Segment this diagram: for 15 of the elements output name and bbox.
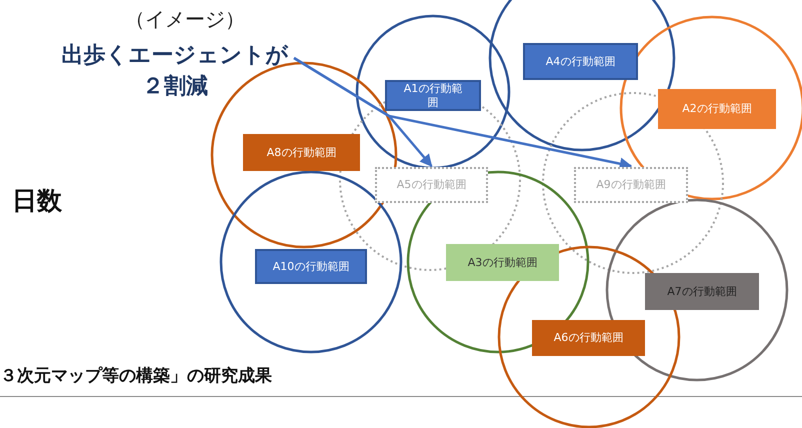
- headline-text: 出歩くエージェントが２割減: [60, 40, 290, 102]
- arrow: [293, 56, 632, 170]
- range-label: A4の行動範囲: [523, 43, 638, 80]
- range-label: A9の行動範囲: [574, 167, 688, 203]
- range-label: A7の行動範囲: [645, 273, 759, 310]
- range-label: A1の行動範囲: [385, 80, 481, 111]
- range-label: A6の行動範囲: [532, 320, 645, 356]
- image-note: （イメージ）: [125, 6, 245, 33]
- range-label: A8の行動範囲: [243, 134, 360, 171]
- range-label: A2の行動範囲: [658, 89, 776, 129]
- range-label: A10の行動範囲: [255, 249, 367, 284]
- footer-text: ３次元マップ等の構築」の研究成果: [0, 365, 272, 387]
- axis-label: 日数: [12, 185, 62, 217]
- range-label: A3の行動範囲: [446, 244, 559, 281]
- range-label: A5の行動範囲: [375, 167, 488, 203]
